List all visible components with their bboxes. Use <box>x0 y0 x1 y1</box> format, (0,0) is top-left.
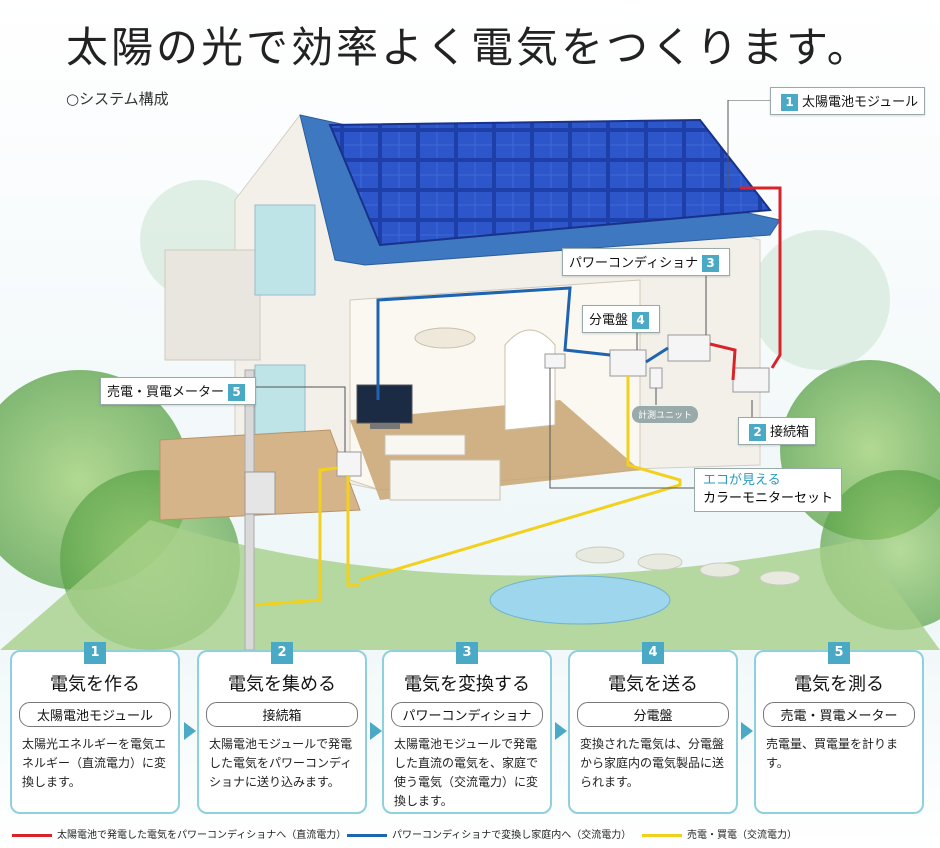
dc-power-line <box>740 186 782 369</box>
step-component: 太陽電池モジュール <box>19 702 171 727</box>
legend-swatch <box>12 833 52 837</box>
step-number: 4 <box>642 642 664 664</box>
step-arrow-icon <box>370 722 382 740</box>
step-card-5: 5 電気を測る 売電・買電メーター 売電量、買電量を計ります。 <box>754 642 924 814</box>
step-number: 1 <box>84 642 106 664</box>
step-arrow-icon <box>741 722 753 740</box>
callout-color-monitor: エコが見える カラーモニターセット <box>694 468 843 512</box>
meter-box <box>336 451 362 477</box>
step-card-1: 1 電気を作る 太陽電池モジュール 太陽光エネルギーを電気エネルギー（直流電力）… <box>10 642 180 814</box>
callout-meter-label: 売電・買電メーター <box>107 385 225 400</box>
coffee-table <box>384 434 466 456</box>
step-arrow-icon <box>555 722 567 740</box>
system-diagram-subtitle: ○システム構成 <box>66 90 169 108</box>
step-heading: 電気を測る <box>794 674 884 695</box>
trade-power-line <box>346 476 360 587</box>
step-description: 太陽電池モジュールで発電した直流の電気を、家庭で使う電気（交流電力）に変換します… <box>394 737 539 808</box>
step-description: 太陽電池モジュールで発電した電気をパワーコンディショナに送り込みます。 <box>209 737 353 789</box>
monitor-tagline: エコが見える <box>703 473 781 488</box>
step-heading: 電気を集める <box>228 674 336 695</box>
step-card-2: 2 電気を集める 接続箱 太陽電池モジュールで発電した電気をパワーコンディショナ… <box>197 642 367 814</box>
legend-item-trade: 売電・買電（交流電力） <box>642 826 797 841</box>
callout-number-2: 2 <box>749 424 766 441</box>
pond-graphic <box>489 575 671 625</box>
pole-transformer <box>244 471 276 515</box>
callout-number-1: 1 <box>781 94 798 111</box>
legend-label: 太陽電池で発電した電気をパワーコンディショナへ（直流電力） <box>57 830 347 841</box>
line-legend: 太陽電池で発電した電気をパワーコンディショナへ（直流電力） パワーコンディショナ… <box>12 826 928 842</box>
step-number: 3 <box>456 642 478 664</box>
step-description: 変換された電気は、分電盤から家庭内の電気製品に送られます。 <box>580 737 725 789</box>
power-conditioner-box <box>667 334 711 362</box>
step-number: 2 <box>271 642 293 664</box>
legend-swatch <box>642 833 682 837</box>
house-illustration <box>0 100 940 650</box>
step-arrow-icon <box>184 722 196 740</box>
callout-distribution-board-label: 分電盤 <box>589 313 629 328</box>
callout-number-5: 5 <box>228 384 246 401</box>
legend-label: 売電・買電（交流電力） <box>687 830 797 841</box>
solar-panel-array <box>328 118 772 247</box>
callout-number-3: 3 <box>702 255 720 272</box>
legend-swatch <box>347 833 387 837</box>
callout-junction-box: 2 接続箱 <box>738 417 817 445</box>
tv-set <box>356 384 413 424</box>
color-monitor <box>544 353 566 369</box>
step-heading: 電気を変換する <box>404 674 530 695</box>
step-component: 分電盤 <box>577 702 729 727</box>
junction-box <box>732 367 770 393</box>
steps-row: 1 電気を作る 太陽電池モジュール 太陽光エネルギーを電気エネルギー（直流電力）… <box>10 640 930 818</box>
step-heading: 電気を作る <box>50 674 140 695</box>
stepping-stones <box>575 546 801 586</box>
measure-unit-label: 計測ユニット <box>632 406 699 423</box>
callout-junction-box-label: 接続箱 <box>770 425 810 440</box>
callout-power-conditioner-label: パワーコンディショナ <box>569 256 699 271</box>
measure-unit-box <box>649 367 663 389</box>
page-title: 太陽の光で効率よく電気をつくります。 <box>66 23 872 72</box>
balcony <box>164 249 261 361</box>
legend-label: パワーコンディショナで変換し家庭内へ（交流電力） <box>392 830 632 841</box>
step-card-3: 3 電気を変換する パワーコンディショナ 太陽電池モジュールで発電した直流の電気… <box>382 642 552 814</box>
arched-door <box>504 329 556 431</box>
callout-number-4: 4 <box>632 312 650 329</box>
step-card-4: 4 電気を送る 分電盤 変換された電気は、分電盤から家庭内の電気製品に送られます… <box>568 642 738 814</box>
ceiling-lamp <box>414 327 476 349</box>
legend-item-ac: パワーコンディショナで変換し家庭内へ（交流電力） <box>347 826 631 841</box>
step-description: 太陽光エネルギーを電気エネルギー（直流電力）に変換します。 <box>22 737 167 789</box>
step-component: 接続箱 <box>206 702 358 727</box>
step-component: パワーコンディショナ <box>391 702 543 727</box>
legend-item-dc: 太陽電池で発電した電気をパワーコンディショナへ（直流電力） <box>12 826 346 841</box>
step-number: 5 <box>828 642 850 664</box>
step-heading: 電気を送る <box>608 674 698 695</box>
callout-solar-module-label: 太陽電池モジュール <box>802 95 919 110</box>
monitor-product-name: カラーモニターセット <box>703 491 834 506</box>
step-component: 売電・買電メーター <box>763 702 915 727</box>
distribution-board-box <box>609 349 647 377</box>
callout-solar-module: 1 太陽電池モジュール <box>770 87 926 115</box>
sofa <box>389 459 501 501</box>
step-description: 売電量、買電量を計ります。 <box>766 737 899 770</box>
ac-power-line <box>376 286 611 400</box>
lawn <box>0 520 940 650</box>
